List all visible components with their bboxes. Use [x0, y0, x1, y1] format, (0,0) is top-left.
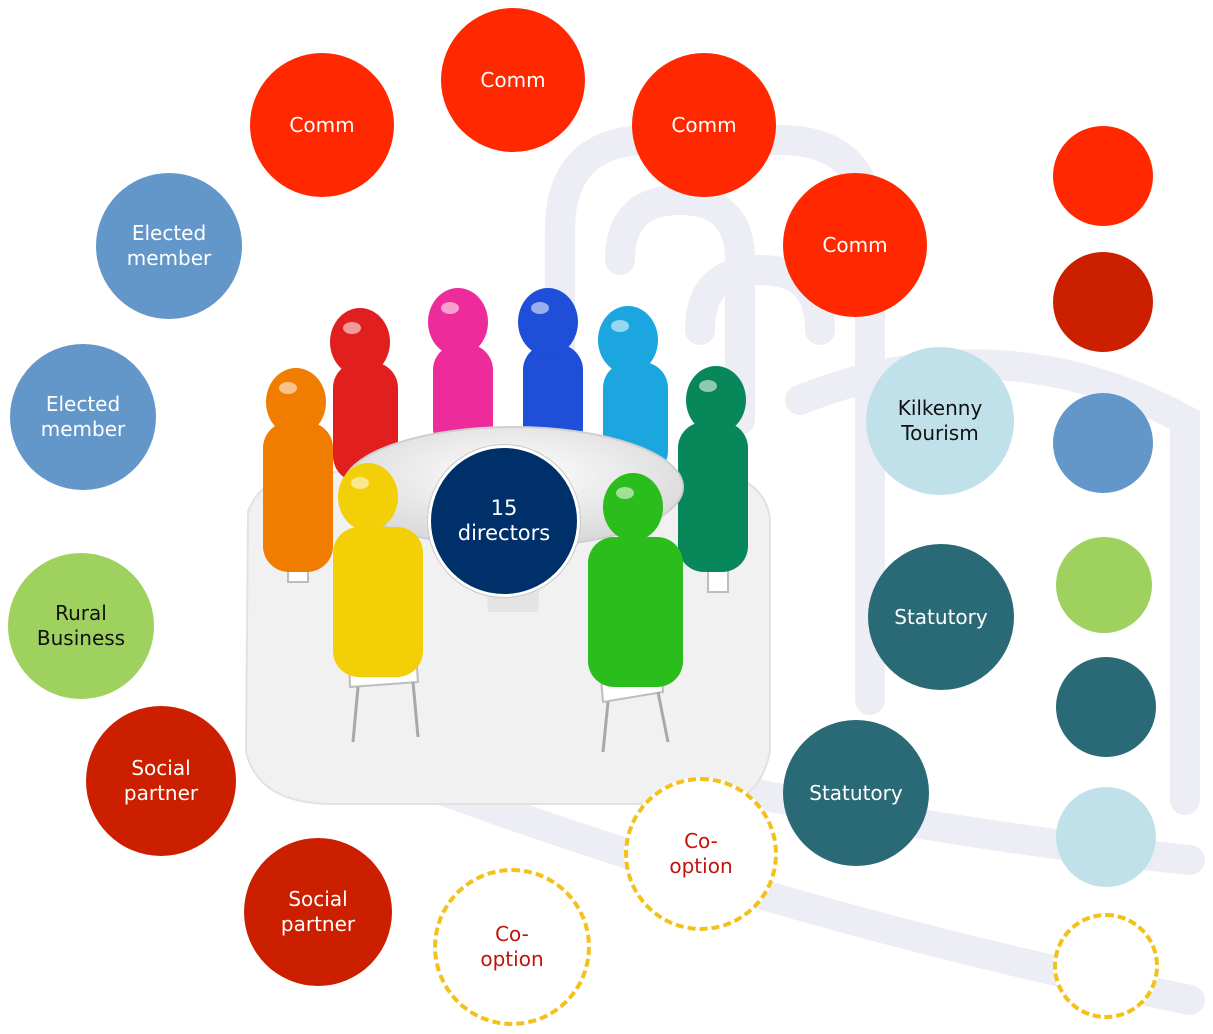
tourism-circle: Kilkenny Tourism [866, 347, 1014, 495]
cooption-2-label: Co- option [669, 829, 733, 878]
social-1-label: Social partner [123, 756, 199, 805]
person-head-highlight [351, 477, 369, 489]
person-head [266, 368, 326, 436]
person-head-highlight [616, 487, 634, 499]
center-label: 15 directors [457, 496, 551, 545]
person-head-highlight [699, 380, 717, 392]
comm-left-circle: Comm [250, 53, 394, 197]
meeting-illustration [244, 288, 771, 806]
person-body [588, 537, 683, 687]
person-head [330, 308, 390, 376]
person-head-highlight [531, 302, 549, 314]
person-head [428, 288, 488, 356]
statutory-1-label: Statutory [894, 604, 988, 629]
legend-swatch-comm [1053, 126, 1153, 226]
elected-1-circle: Elected member [96, 173, 242, 319]
rural-label: Rural Business [36, 601, 126, 650]
person-figure [518, 288, 583, 454]
person-figure [263, 368, 333, 572]
cooption-1-circle: Co- option [433, 868, 591, 1026]
person-head [518, 288, 578, 356]
person-body [333, 527, 423, 677]
statutory-1-circle: Statutory [868, 544, 1014, 690]
statutory-2-circle: Statutory [783, 720, 929, 866]
legend-swatch-statutory [1056, 657, 1156, 757]
person-body [678, 422, 748, 572]
social-2-label: Social partner [280, 887, 356, 936]
person-head [338, 463, 398, 531]
person-figure [678, 366, 748, 572]
legend-swatch-cooption [1053, 913, 1159, 1019]
legend-swatch-elected [1053, 393, 1153, 493]
rural-circle: Rural Business [8, 553, 154, 699]
person-head-highlight [441, 302, 459, 314]
legend-swatch-social [1053, 252, 1153, 352]
elected-2-label: Elected member [40, 392, 126, 441]
elected-1-label: Elected member [126, 221, 212, 270]
person-head-highlight [343, 322, 361, 334]
comm-right-circle: Comm [632, 53, 776, 197]
elected-2-circle: Elected member [10, 344, 156, 490]
center-directors-circle: 15 directors [428, 445, 580, 597]
person-body [433, 344, 493, 454]
statutory-2-label: Statutory [809, 780, 903, 805]
chair-legs [351, 681, 670, 753]
social-2-circle: Social partner [244, 838, 392, 986]
comm-far-right-circle: Comm [783, 173, 927, 317]
comm-far-right-label: Comm [822, 232, 888, 257]
social-1-circle: Social partner [86, 706, 236, 856]
person-figure [333, 463, 423, 677]
tourism-label: Kilkenny Tourism [897, 396, 983, 445]
legend-swatch-rural [1056, 537, 1152, 633]
cooption-1-label: Co- option [480, 922, 544, 971]
comm-left-label: Comm [289, 112, 355, 137]
person-head [686, 366, 746, 434]
person-body [263, 422, 333, 572]
comm-top-circle: Comm [441, 8, 585, 152]
person-head [603, 473, 663, 541]
person-head-highlight [611, 320, 629, 332]
person-head-highlight [279, 382, 297, 394]
person-body [523, 344, 583, 454]
legend-swatch-tourism [1056, 787, 1156, 887]
person-head [598, 306, 658, 374]
person-figure [428, 288, 493, 454]
comm-right-label: Comm [671, 112, 737, 137]
cooption-2-circle: Co- option [624, 777, 778, 931]
comm-top-label: Comm [480, 67, 546, 92]
person-figure [588, 473, 683, 687]
